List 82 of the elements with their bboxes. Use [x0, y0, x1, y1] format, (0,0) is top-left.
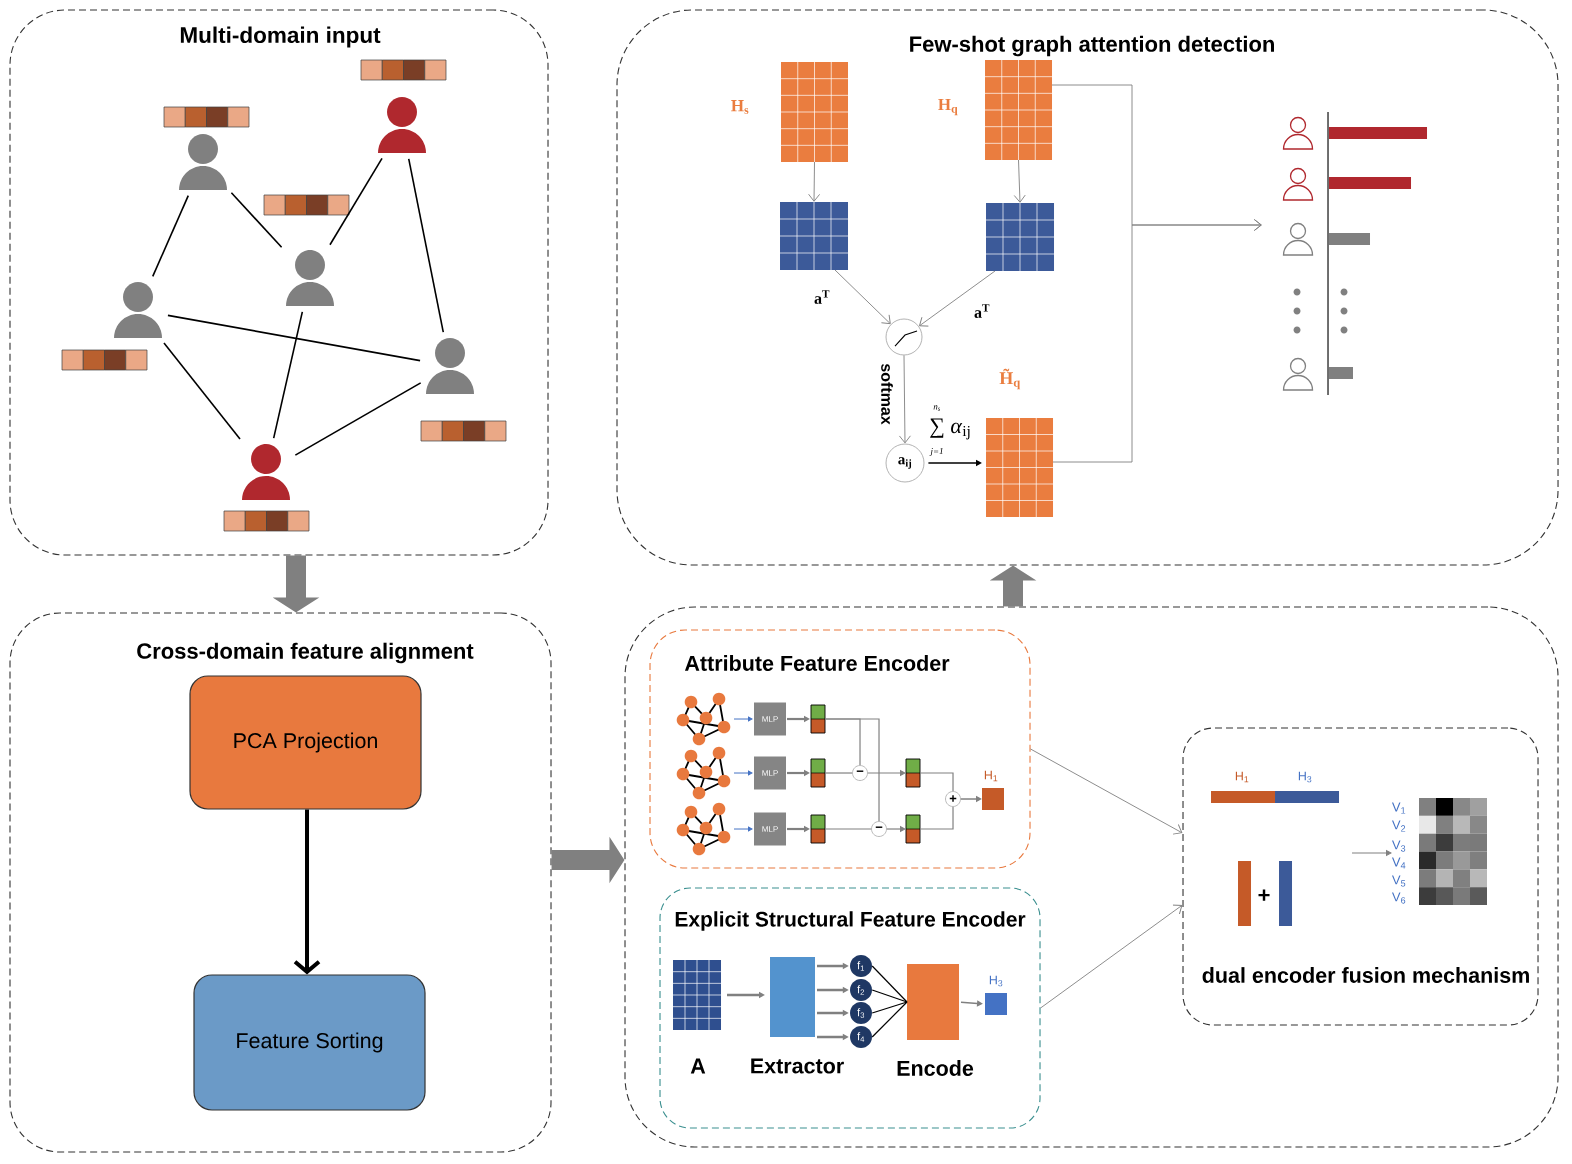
arrow	[1052, 219, 1262, 463]
process-box: PCA Projection	[189, 675, 422, 810]
arrow	[808, 161, 821, 202]
panel-title: Explicit Structural Feature Encoder	[675, 911, 1026, 931]
connector-line	[871, 965, 908, 1003]
arrow	[960, 1000, 983, 1007]
arrow	[1030, 748, 1183, 835]
mlp-box: MLP	[754, 812, 786, 846]
connector-line	[294, 382, 422, 456]
matrix-label: H$_{q}$	[938, 98, 958, 116]
feature-vector	[905, 814, 921, 844]
panel-title: Attribute Feature Encoder	[684, 655, 950, 671]
process-box: Feature Sorting	[193, 974, 426, 1111]
panel-title: Few-shot graph attention detection	[910, 35, 1274, 57]
matrix-label: H̃$_{q}$	[999, 368, 1021, 390]
panel-title: Cross-domain feature alignment	[137, 642, 474, 664]
mlp-box: MLP	[754, 756, 786, 790]
plus-sign: +	[1258, 889, 1270, 901]
arrow	[293, 809, 321, 975]
connector-line	[919, 772, 954, 792]
connector-line	[871, 1001, 908, 1038]
connector-line	[329, 157, 383, 246]
feature-vector	[810, 758, 826, 788]
block-label: Extractor	[751, 1058, 844, 1074]
connector-line	[163, 342, 241, 440]
feature-vector	[905, 758, 921, 788]
output-label: H$_{3}$	[1298, 771, 1312, 783]
row-label: V$_{4}$	[1391, 857, 1406, 869]
arrow	[834, 269, 891, 325]
person-icon	[426, 338, 474, 394]
matrix-label: H$_{s}$	[731, 100, 749, 114]
graph-icon	[676, 802, 731, 856]
matrix-label: A	[690, 1058, 706, 1074]
edge-label: a$^{T}$	[813, 289, 831, 305]
dashed-panel	[624, 606, 1559, 1148]
block-label: Encode	[897, 1060, 974, 1076]
connector-line	[167, 314, 421, 362]
arrow	[1040, 904, 1183, 1009]
connector-line	[824, 718, 880, 822]
person-icon	[179, 134, 227, 190]
arrow	[733, 826, 753, 832]
output-label: H$_{3}$	[989, 975, 1003, 987]
arrow	[1013, 159, 1026, 203]
arrow	[733, 716, 753, 722]
connector-line	[824, 828, 872, 830]
connector-line	[824, 772, 853, 774]
connector-line	[151, 194, 190, 278]
mlp-box: MLP	[754, 702, 786, 736]
matrix-grid	[779, 201, 849, 271]
sum-limit: j=1	[929, 448, 943, 456]
graph-icon	[676, 692, 731, 746]
connector-line	[919, 806, 954, 830]
sum-limit: n$_{s}$	[933, 405, 941, 411]
connector-line	[230, 192, 283, 249]
row-label: V$_{5}$	[1391, 875, 1406, 887]
row-label: V$_{1}$	[1391, 802, 1406, 814]
edge-label: ∑ α$_{ij}$	[928, 417, 973, 441]
row-label: V$_{6}$	[1391, 892, 1406, 904]
row-label: V$_{3}$	[1391, 840, 1406, 852]
connector-line	[272, 311, 304, 439]
arrow	[898, 354, 911, 444]
output-label: H$_{1}$	[984, 770, 998, 782]
graph-icon	[676, 746, 731, 800]
person-icon	[378, 97, 426, 153]
connector-line	[871, 1001, 908, 1014]
output-label: H$_{1}$	[1235, 771, 1249, 783]
edge-label: softmax	[880, 362, 894, 426]
connector-line	[871, 989, 908, 1003]
person-icon	[286, 250, 334, 306]
arrow	[733, 770, 753, 776]
matrix-grid	[985, 202, 1055, 272]
person-icon	[242, 444, 290, 500]
row-label: V$_{2}$	[1391, 820, 1406, 832]
feature-vector	[810, 704, 826, 734]
arrow	[919, 270, 996, 327]
connector-line	[407, 158, 445, 333]
panel-title: dual encoder fusion mechanism	[1202, 967, 1529, 983]
feature-vector	[810, 814, 826, 844]
panel-title: Multi-domain input	[180, 26, 381, 48]
arrow	[1351, 850, 1392, 856]
person-icon	[114, 282, 162, 338]
edge-label: a$^{T}$	[973, 303, 991, 319]
